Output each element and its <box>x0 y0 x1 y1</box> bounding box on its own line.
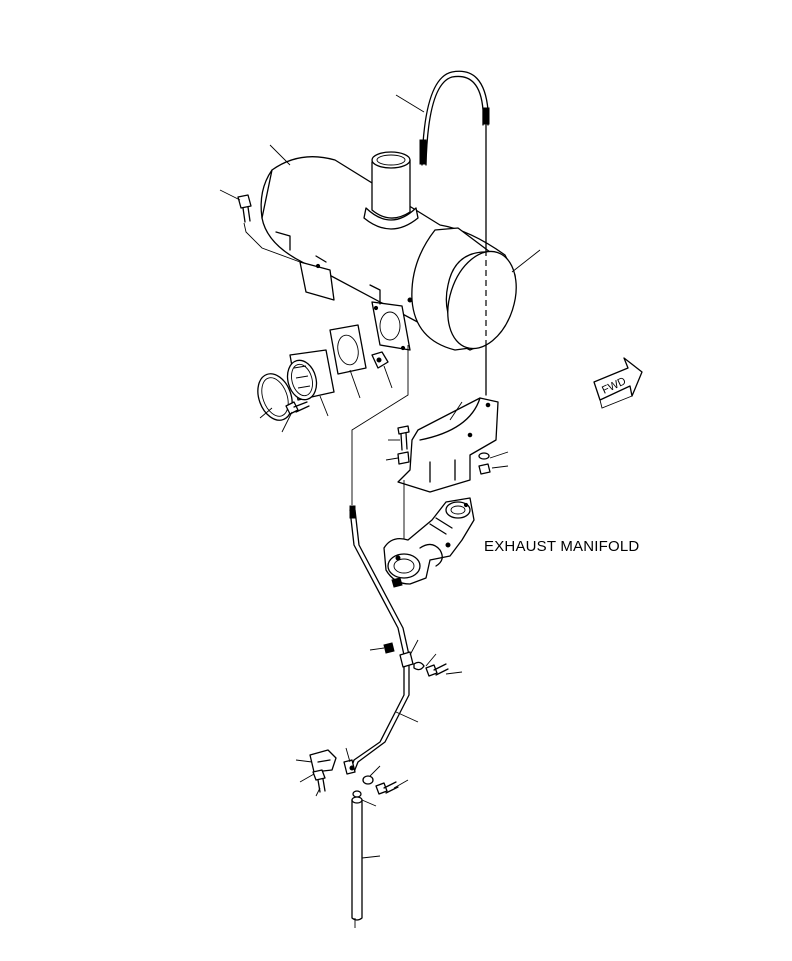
sensor-pipe <box>419 70 490 396</box>
flange-bolt <box>285 401 310 415</box>
support-bracket <box>397 397 499 493</box>
bellows-flange <box>286 349 335 401</box>
tail-pipe <box>351 790 363 928</box>
clamp-ring <box>257 373 293 421</box>
muffler-bolt <box>237 194 301 263</box>
exhaust-manifold <box>383 497 475 588</box>
fwd-arrow-icon: FWD <box>593 357 643 409</box>
gasket <box>329 324 367 375</box>
bracket-nut <box>478 452 491 475</box>
tube-clip-upper <box>383 642 449 677</box>
muffler <box>260 151 517 351</box>
sensor-tube <box>349 505 410 773</box>
bracket-washer <box>397 451 410 465</box>
center-line <box>351 345 409 505</box>
bracket-bolt <box>397 425 410 451</box>
leader-lines <box>219 94 541 859</box>
exhaust-manifold-label: EXHAUST MANIFOLD <box>484 538 640 555</box>
flange-nut <box>371 351 389 369</box>
tube-clip-lower <box>309 749 399 795</box>
